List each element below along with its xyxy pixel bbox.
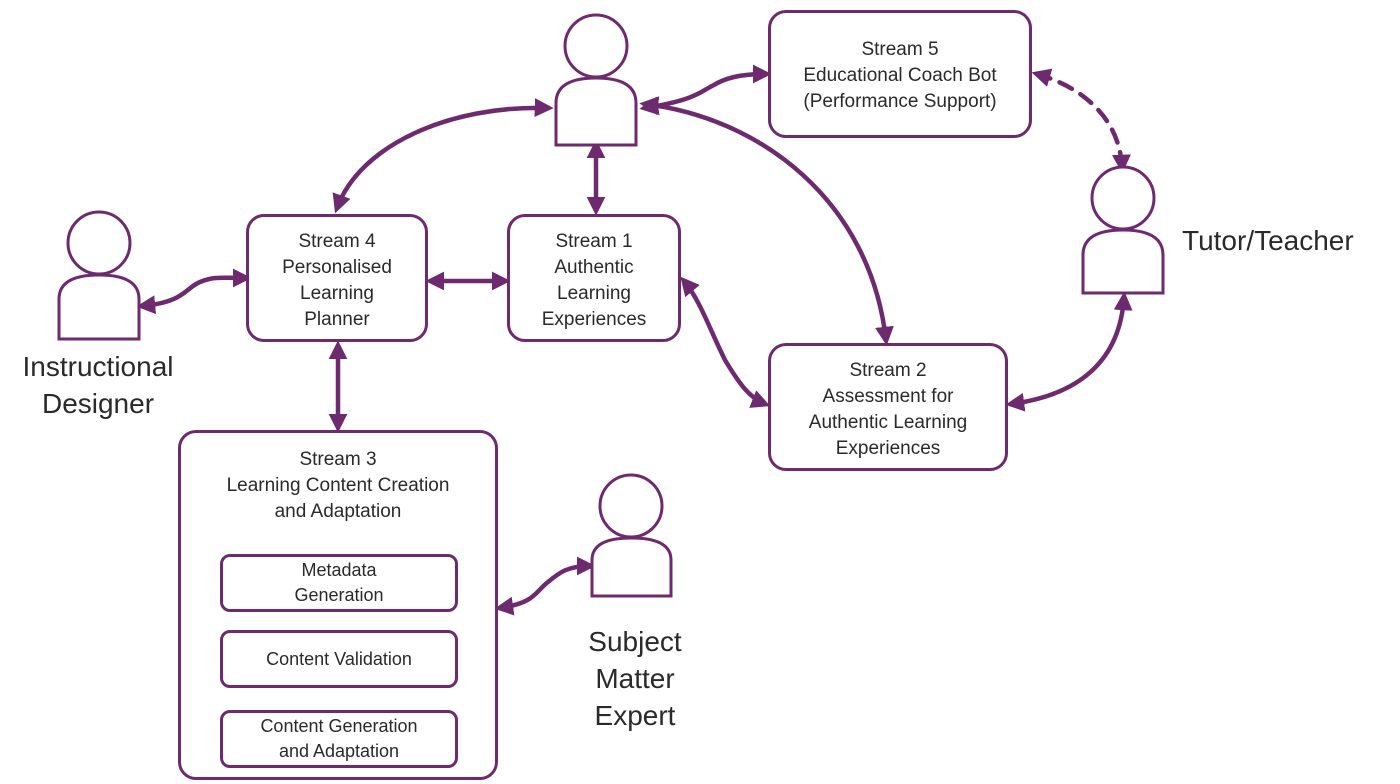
stream1-label-line: Learning: [557, 283, 631, 304]
subject-matter-expert-label: Subject Matter Expert: [560, 623, 710, 734]
stream4-label-line: Personalised: [282, 257, 392, 278]
stream4-label-line: Learning: [300, 283, 374, 304]
actor-label-line: Expert: [594, 700, 676, 731]
stream3-label-line: Learning Content Creation: [226, 475, 450, 496]
stream5-label-line: Educational Coach Bot: [803, 65, 997, 86]
actor-label-line: Subject: [588, 626, 682, 657]
stream1-box: Stream 1 Authentic Learning Experiences: [507, 214, 681, 342]
stream1-label-line: Experiences: [541, 309, 647, 330]
stream5-box: Stream 5 Educational Coach Bot (Performa…: [768, 10, 1032, 138]
subprocess-content-validation: Content Validation: [220, 630, 458, 688]
person-icon: [57, 210, 141, 341]
actor-label-line: Matter: [595, 663, 675, 694]
stream3-box: Stream 3 Learning Content Creation and A…: [178, 430, 498, 780]
stream3-label-line: and Adaptation: [274, 501, 402, 522]
connector-stream1-stream2: [680, 276, 771, 408]
stream4-title: Stream 4: [298, 231, 376, 252]
stream2-label-line: Assessment for: [822, 386, 954, 407]
connector-stream2-tutor: [1005, 291, 1133, 412]
subprocess-label: and Adaptation: [278, 741, 400, 761]
person-icon: [590, 473, 673, 598]
stream5-title: Stream 5: [861, 39, 939, 60]
stream2-title: Stream 2: [849, 360, 927, 381]
tutor-teacher-label: Tutor/Teacher: [1182, 222, 1392, 259]
connector-designer-stream4: [136, 268, 252, 315]
stream4-box: Stream 4 Personalised Learning Planner: [246, 214, 428, 342]
stream1-title: Stream 1: [555, 231, 633, 252]
stream2-label-line: Experiences: [835, 438, 941, 459]
subprocess-label: Generation: [294, 585, 384, 605]
subprocess-content-generation: Content Generation and Adaptation: [220, 710, 458, 768]
subprocess-label: Metadata: [301, 560, 377, 580]
subprocess-label: Content Generation: [260, 716, 418, 736]
stream1-label-line: Authentic: [554, 257, 634, 278]
actor-label-line: Instructional: [22, 351, 174, 382]
stream3-title: Stream 3: [299, 449, 377, 470]
subprocess-label: Content Validation: [266, 648, 412, 669]
stream2-label-line: Authentic Learning: [808, 412, 968, 433]
instructional-designer-label: Instructional Designer: [0, 348, 196, 422]
connector-learner-stream4: [332, 98, 554, 214]
subprocess-metadata-generation: Metadata Generation: [220, 554, 458, 612]
person-icon: [554, 13, 638, 147]
connector-stream5-tutor: [1031, 68, 1131, 174]
stream2-box: Stream 2 Assessment for Authentic Learni…: [768, 343, 1008, 471]
actor-label-line: Tutor/Teacher: [1182, 225, 1354, 256]
connector-stream3-sme: [494, 556, 596, 616]
actor-label-line: Designer: [41, 388, 155, 419]
person-icon: [1081, 165, 1165, 295]
connector-learner-stream5: [639, 64, 772, 116]
stream4-label-line: Planner: [304, 309, 370, 330]
connector-learner-stream2: [639, 96, 894, 346]
stream5-label-line: (Performance Support): [803, 91, 997, 112]
